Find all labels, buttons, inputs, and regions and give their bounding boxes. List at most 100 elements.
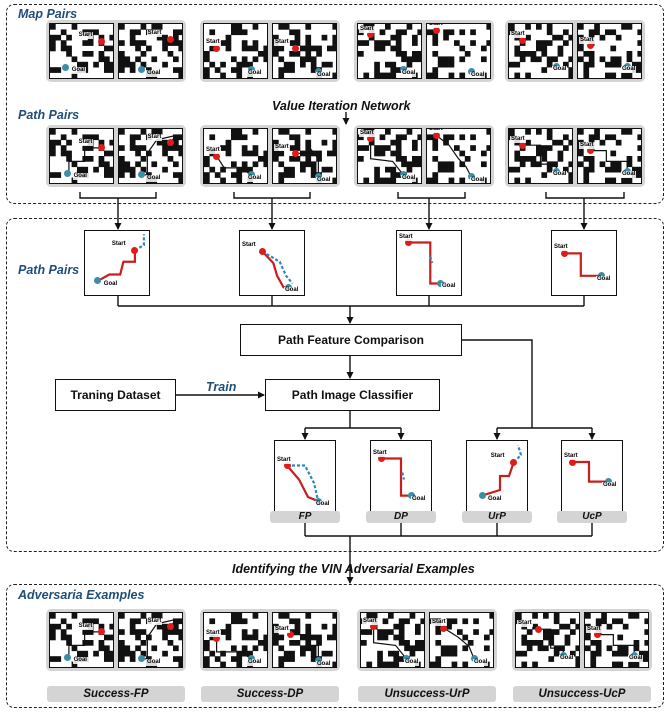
maze-grid (361, 613, 424, 667)
caption-train: Train (206, 380, 237, 394)
class-label-dp: DP (366, 511, 436, 523)
start-label: Start (146, 30, 163, 38)
vin-path-line (513, 444, 523, 463)
path-overlay (97, 234, 145, 282)
path-line (572, 460, 609, 483)
adversarial-label-success-fp: Success-FP (47, 686, 185, 702)
path-line (538, 628, 564, 656)
goal-label: Goal (146, 658, 162, 666)
start-label: Start (274, 625, 290, 633)
goal-label: Goal (146, 174, 162, 182)
start-label: Start (274, 39, 290, 47)
start-label: Start (146, 617, 163, 625)
label-path-pairs-mid: Path Pairs (18, 263, 80, 277)
goal-label: Goal (284, 287, 300, 295)
goal-marker-icon (137, 171, 145, 179)
class-label-ucp: UcP (557, 511, 627, 523)
start-label: Start (398, 233, 414, 241)
goal-label: Goal (247, 658, 263, 666)
goal-label: Goal (487, 495, 503, 503)
path-overlay (290, 634, 319, 661)
goal-label: Goal (628, 655, 644, 663)
goal-label: Goal (552, 66, 568, 74)
path-overlay (436, 135, 472, 177)
start-marker-icon (291, 44, 299, 52)
goal-label: Goal (247, 174, 263, 182)
path-overlay (216, 638, 252, 660)
goal-marker-icon (437, 279, 445, 287)
section-map-pairs-container (6, 4, 664, 204)
start-marker-icon (405, 239, 413, 247)
path-overlay (564, 252, 602, 277)
start-label: Start (553, 244, 569, 252)
goal-label: Goal (473, 658, 489, 666)
start-label: Start (205, 39, 221, 47)
path-line (381, 457, 412, 497)
start-label: Start (276, 456, 292, 464)
goal-label: Goal (441, 283, 457, 291)
path-overlay (261, 250, 294, 289)
start-marker-icon (98, 144, 106, 152)
path-line (597, 634, 635, 656)
path-overlay (522, 144, 557, 172)
path-line (68, 631, 102, 658)
goal-marker-icon (478, 492, 486, 500)
maze-grid (509, 24, 572, 78)
label-map-pairs: Map Pairs (18, 7, 78, 21)
goal-label: Goal (72, 657, 88, 665)
start-label: Start (241, 242, 257, 250)
path-line (436, 135, 472, 177)
path-overlay (408, 241, 441, 285)
start-marker-icon (291, 149, 299, 157)
start-marker-icon (167, 139, 175, 146)
start-label: Start (563, 453, 579, 460)
start-marker-icon (167, 623, 175, 630)
path-overlay (68, 147, 102, 174)
start-marker-icon (594, 631, 602, 639)
path-overlay (590, 150, 628, 172)
path-line (373, 626, 407, 660)
goal-marker-icon (62, 63, 70, 71)
goal-label: Goal (316, 176, 332, 183)
node-path-feature-comparison: Path Feature Comparison (240, 324, 462, 356)
start-label: Start (372, 449, 388, 457)
maze-grid (430, 613, 493, 667)
goal-label: Goal (621, 66, 637, 74)
section-adversarial-container (6, 584, 664, 708)
path-line (97, 250, 137, 282)
start-label: Start (77, 622, 94, 630)
vin-path-line (287, 464, 320, 502)
goal-marker-icon (137, 66, 145, 74)
start-marker-icon (258, 247, 266, 255)
start-label: Start (489, 453, 506, 460)
goal-label: Goal (470, 71, 486, 78)
start-label: Start (146, 133, 163, 141)
start-marker-icon (367, 135, 375, 143)
start-label: Start (579, 141, 595, 149)
maze-grid (427, 24, 490, 78)
goal-label: Goal (411, 495, 427, 503)
section-path-analysis-container (6, 218, 664, 552)
path-line (370, 138, 404, 176)
